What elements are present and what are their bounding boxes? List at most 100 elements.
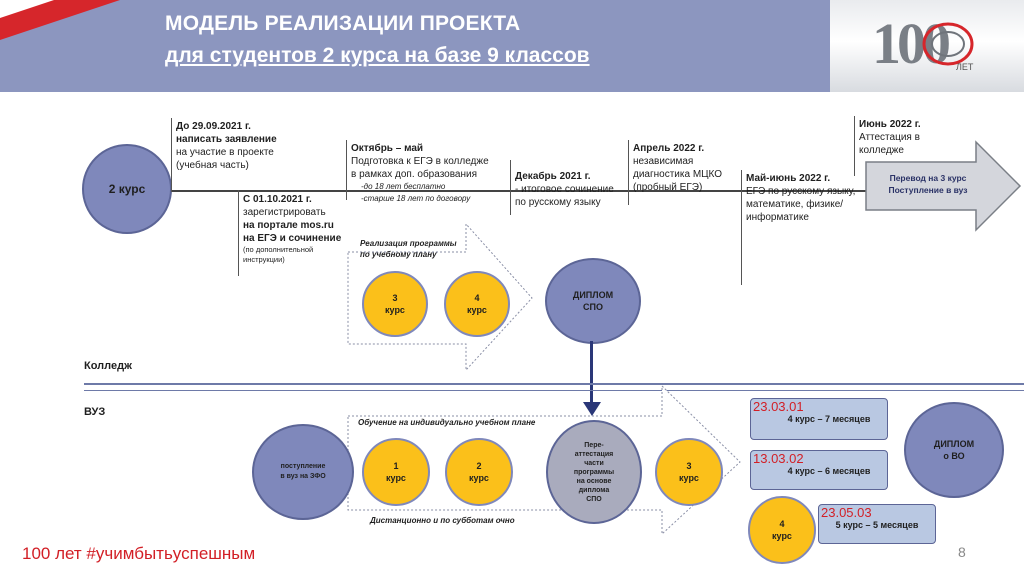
option-code: 13.03.02 <box>753 451 804 466</box>
event-date: С 01.10.2021 г. <box>243 194 312 205</box>
event-date: Май-июнь 2022 г. <box>746 173 831 184</box>
event-line: - итоговое сочинение <box>515 184 614 195</box>
event-date: Июнь 2022 г. <box>859 119 921 130</box>
option-box-3: 23.05.03 5 курс – 5 месяцев <box>818 504 936 544</box>
college-program-label: Реализация программы по учебному плану <box>360 238 457 260</box>
diploma-line: ДИПЛОМ <box>572 290 614 300</box>
course-number: 3 <box>686 461 692 471</box>
timeline-tick <box>741 170 742 285</box>
college-course-3: 3 курс <box>362 271 428 337</box>
reattest-line: программы <box>573 468 615 476</box>
event-line: независимая <box>633 156 694 167</box>
event-oct-may: Октябрь – май Подготовка к ЕГЭ в колледж… <box>351 142 511 205</box>
footer-hashtag: 100 лет #учимбытьуспешным <box>22 544 256 563</box>
arrow-line: Перевод на 3 курс <box>889 173 967 183</box>
course-word: курс <box>469 473 489 483</box>
option-code: 23.05.03 <box>821 505 872 520</box>
event-line: (учебная часть) <box>176 160 249 171</box>
event-may-jun-2022: Май-июнь 2022 г. ЕГЭ по русскому языку, … <box>746 172 866 224</box>
college-diploma-spo: ДИПЛОМ СПО <box>545 258 641 344</box>
course-number: 1 <box>393 461 399 471</box>
course-word: курс <box>385 305 405 315</box>
event-sep-2021: До 29.09.2021 г. написать заявление на у… <box>176 120 296 172</box>
start-circle-label: 2 курс <box>108 182 146 196</box>
timeline-tick <box>346 140 347 200</box>
course-word: курс <box>467 305 487 315</box>
event-line: зарегистрировать <box>243 207 326 218</box>
timeline-tick <box>171 118 172 192</box>
timeline-tick <box>510 160 511 215</box>
course-number: 2 <box>476 461 482 471</box>
event-date: До 29.09.2021 г. <box>176 121 251 132</box>
course-word: курс <box>772 531 792 541</box>
down-arrow-icon <box>583 402 601 416</box>
reattest-line: на основе <box>576 477 612 485</box>
option-text: 4 курс – 7 месяцев <box>787 414 871 424</box>
course-number: 3 <box>392 293 398 303</box>
vuz-course-3: 3 курс <box>655 438 723 506</box>
timeline-tick <box>854 116 855 176</box>
event-date: Апрель 2022 г. <box>633 143 705 154</box>
section-label-vuz: ВУЗ <box>84 406 106 418</box>
section-divider-vuz <box>84 390 1024 391</box>
logo-area <box>830 0 1024 92</box>
vuz-course-2: 2 курс <box>445 438 513 506</box>
program-label-line: по учебному плану <box>360 250 437 259</box>
timeline-tick <box>628 140 629 205</box>
transfer-arrow-label: Перевод на 3 курс Поступление в вуз <box>872 172 984 196</box>
event-date: Декабрь 2021 г. <box>515 171 591 182</box>
vuz-plan-label: Обучение на индивидуально учебном плане <box>358 418 536 427</box>
admission-line: в вуз на ЗФО <box>280 473 326 480</box>
course-word: курс <box>679 473 699 483</box>
event-line: диагностика МЦКО <box>633 169 723 180</box>
logo-sub: ЛЕТ <box>956 62 974 72</box>
section-divider-college <box>84 383 1024 385</box>
event-line: ЕГЭ по русскому языку, <box>746 186 856 197</box>
event-line: математике, физике/ <box>746 199 844 210</box>
arrow-line: Поступление в вуз <box>888 185 968 195</box>
event-date: Октябрь – май <box>351 143 424 154</box>
course-word: курс <box>386 473 406 483</box>
vuz-course-1: 1 курс <box>362 438 430 506</box>
event-line: Подготовка к ЕГЭ в колледже <box>351 156 489 167</box>
event-apr-2022: Апрель 2022 г. независимая диагностика М… <box>633 142 738 194</box>
reattest-line: Пере- <box>584 441 604 449</box>
event-line: Аттестация в <box>859 132 920 143</box>
page-subtitle: для студентов 2 курса на базе 9 классов <box>165 44 590 67</box>
event-line: колледже <box>859 145 904 156</box>
event-subline: -старше 18 лет по договору <box>361 194 471 203</box>
event-line: информатике <box>746 212 809 223</box>
section-label-college: Колледж <box>84 360 132 372</box>
course-number: 4 <box>779 519 785 529</box>
reattest-line: диплома <box>578 486 610 494</box>
event-dec-2021: Декабрь 2021 г. - итоговое сочинение по … <box>515 170 627 209</box>
event-line: (пробный ЕГЭ) <box>633 182 703 193</box>
reattest-line: аттестация <box>574 450 614 458</box>
option-box-2: 13.03.02 4 курс – 6 месяцев <box>750 450 888 490</box>
reattest-line: СПО <box>586 495 602 503</box>
event-line: в рамках доп. образования <box>351 169 478 180</box>
event-line: на ЕГЭ и сочинение <box>243 233 342 244</box>
logo-100-icon: 100 <box>872 11 951 76</box>
vuz-course-4: 4 курс <box>748 496 816 564</box>
page-title: МОДЕЛЬ РЕАЛИЗАЦИИ ПРОЕКТА <box>165 12 521 35</box>
event-line: на портале mos.ru <box>243 220 334 231</box>
event-oct-2021: С 01.10.2021 г. зарегистрировать на порт… <box>243 193 347 265</box>
event-jun-2022: Июнь 2022 г. Аттестация в колледже <box>859 118 969 157</box>
option-code: 23.03.01 <box>753 399 804 414</box>
admission-line: поступление <box>280 463 326 470</box>
option-box-1: 23.03.01 4 курс – 7 месяцев <box>750 398 888 440</box>
vuz-admission-circle: поступление в вуз на ЗФО <box>252 424 354 520</box>
option-text: 4 курс – 6 месяцев <box>787 466 871 476</box>
event-subline: -до 18 лет бесплатно <box>361 182 446 191</box>
event-line: на участие в проекте <box>176 147 274 158</box>
reattest-line: части <box>584 459 604 467</box>
transfer-arrow-icon <box>865 140 1022 232</box>
event-line: написать заявление <box>176 134 277 145</box>
diploma-line: СПО <box>583 302 603 312</box>
page-number: 8 <box>958 544 966 560</box>
vuz-distance-label: Дистанционно и по субботам очно <box>370 516 515 525</box>
down-arrow-shaft <box>590 341 593 405</box>
